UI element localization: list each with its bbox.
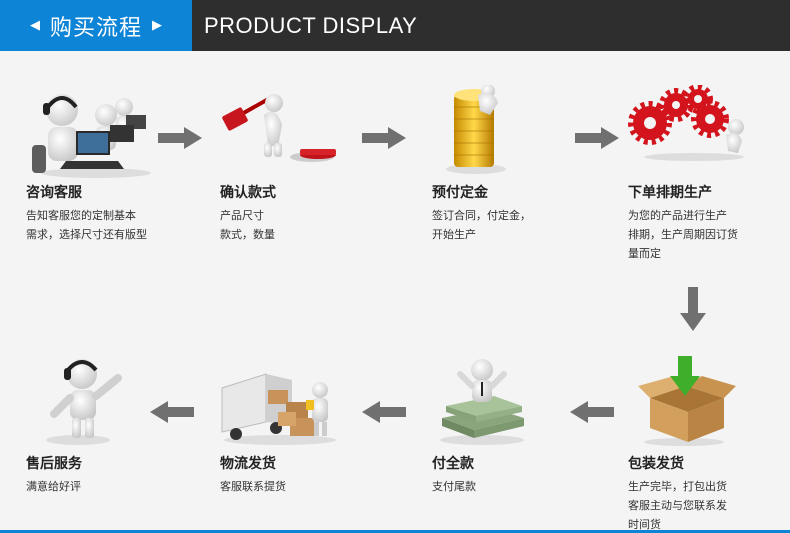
bottom-accent-line (0, 530, 790, 533)
step-description: 签订合同，付定金， 开始生产 (432, 209, 531, 241)
step-name: 售后服务 (26, 456, 82, 472)
delivery-truck-icon (221, 373, 336, 445)
step-name: 物流发货 (220, 456, 276, 472)
right-arrow-icon (158, 127, 202, 149)
left-triangle-icon: ◀ (29, 18, 40, 33)
step-description: 产品尺寸 款式，数量 (220, 209, 275, 241)
step-description: 满意给好评 (26, 480, 81, 493)
step-description: 客服联系提货 (220, 480, 286, 493)
right-triangle-icon: ▶ (152, 18, 162, 33)
purchase-process-tab[interactable]: ◀ 购买流程 ▶ (0, 0, 192, 51)
gold-coins-icon (446, 85, 506, 174)
product-display-title: PRODUCT DISPLAY (204, 12, 418, 38)
down-arrow-icon (680, 287, 706, 331)
left-arrow-icon (362, 401, 406, 423)
step-name: 预付定金 (432, 185, 488, 201)
step-description: 为您的产品进行生产 排期，生产周期因订货 量而定 (628, 209, 738, 260)
tab-title: 购买流程 (49, 15, 142, 41)
customer-service-icon (32, 94, 151, 178)
hammer-icon (222, 94, 336, 162)
step-description: 生产完毕，打包出货 客服主动与您联系发 时间货 (628, 480, 727, 531)
right-arrow-icon (362, 127, 406, 149)
package-box-icon (638, 356, 736, 446)
left-arrow-icon (570, 401, 614, 423)
header-bar: ◀ 购买流程 ▶ PRODUCT DISPLAY (0, 0, 790, 51)
right-arrow-icon (575, 127, 619, 149)
step-name: 确认款式 (220, 185, 276, 201)
step-description: 支付尾款 (432, 480, 476, 493)
step-description: 告知客服您的定制基本 需求，选择尺寸还有版型 (26, 209, 147, 241)
step-name: 下单排期生产 (628, 185, 712, 201)
headset-person-icon (46, 359, 122, 445)
step-name: 包装发货 (628, 456, 684, 472)
left-arrow-icon (150, 401, 194, 423)
step-name: 付全款 (432, 456, 474, 472)
gears-icon (628, 85, 744, 161)
step-name: 咨询客服 (26, 185, 82, 201)
money-stack-icon (440, 359, 524, 445)
